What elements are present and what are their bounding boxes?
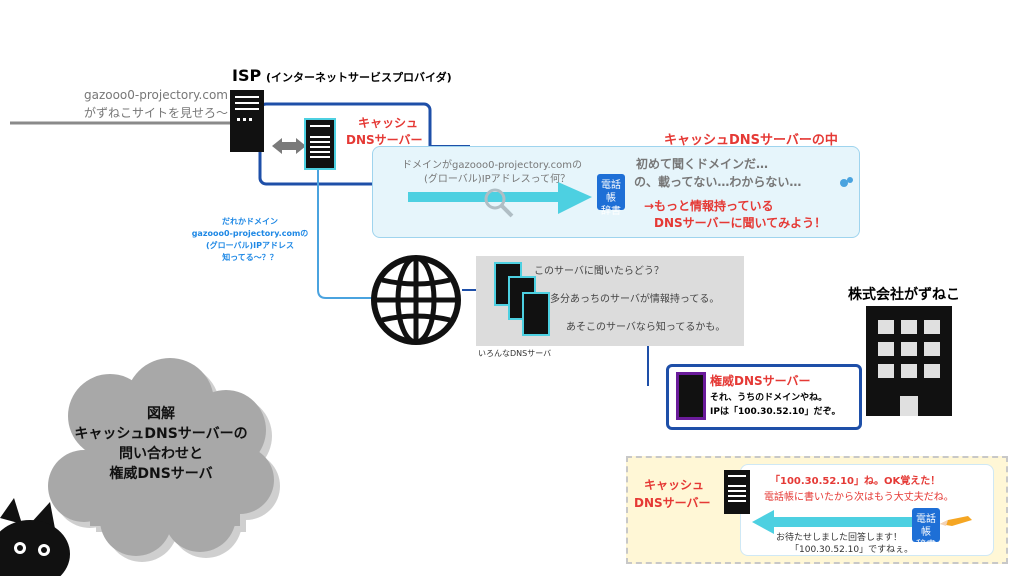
inside-question-2: (グローバル)IPアドレスって何？ (424, 174, 571, 185)
authoritative-line-2: IPは「100.30.52.10」だぞ。 (710, 407, 841, 417)
inside-thought-1: 初めて聞くドメインだ… (636, 157, 769, 171)
inside-thought-2: の、載ってない…わからない… (634, 175, 802, 189)
user-request-domain: gazooo0-projectory.com (83, 88, 228, 102)
query-text: だれかドメイン gazooo0-projectory.comの (グローバル)I… (170, 216, 330, 264)
globe-icon (371, 255, 461, 345)
dict-label-2: 辞書 (601, 206, 621, 217)
result-phonebook-icon: 電話帳 辞書 (912, 508, 940, 551)
user-request-message: がずねこサイトを見せろ〜 (83, 106, 228, 120)
office-building-icon (866, 306, 952, 416)
inside-action-1: →もっと情報持っている (644, 199, 774, 213)
cloud-line-2: キャッシュDNSサーバーの (74, 426, 248, 442)
result-label-2: DNSサーバー (634, 496, 711, 510)
result-cache-server-icon (724, 470, 750, 514)
result-inner-panel (740, 464, 994, 556)
result-msg-2: 電話帳に書いたから次はもう大丈夫だね。 (764, 492, 954, 503)
cloud-line-1: 図解 (147, 406, 175, 422)
cache-server-icon (304, 118, 336, 170)
cloud-line-3: 問い合わせと (119, 446, 203, 462)
various-dns-caption: いろんなDNSサーバ (478, 349, 552, 358)
sweat-drop-icon (840, 177, 853, 187)
inside-panel-title-text: キャッシュDNSサーバーの中 (664, 133, 838, 148)
authoritative-line-1: それ、うちのドメインやね。 (710, 393, 828, 403)
authoritative-dns-server-icon (676, 372, 706, 420)
inside-question-1: ドメインがgazooo0-projectory.comの (402, 160, 583, 171)
result-label-1: キャッシュ (644, 478, 705, 492)
cloud-shape (48, 358, 280, 562)
query-line-2: gazooo0-projectory.comの (191, 229, 309, 238)
inside-panel-title: キャッシュDNSサーバーの中 (664, 129, 838, 148)
isp-title: ISP (232, 66, 262, 85)
result-dict-label-1: 電話帳 (916, 514, 936, 538)
authoritative-title: 権威DNSサーバー (710, 374, 811, 388)
query-line-1: だれかドメイン (222, 217, 278, 226)
result-msg-1: 「100.30.52.10」ね。OK覚えた！ (770, 476, 941, 487)
magnifier-icon (484, 188, 514, 218)
result-reply-2: 「100.30.52.10」ですねぇ。 (790, 545, 914, 555)
pencil-icon (940, 516, 972, 526)
various-dns-msg-3: あそこのサーバなら知ってるかも。 (566, 322, 726, 333)
isp-server-icon (230, 90, 264, 152)
phonebook-dictionary-icon: 電話帳 辞書 (597, 174, 625, 217)
cache-server-label-2: DNSサーバー (346, 133, 423, 147)
various-dns-msg-1: このサーバに聞いたらどう？ (534, 266, 664, 277)
dns-server-icon-3 (522, 292, 550, 336)
inside-action-2: DNSサーバーに聞いてみよう！ (654, 216, 827, 230)
result-reply-1: お待たせしました回答します！ (776, 533, 903, 543)
various-dns-msg-2: 多分あっちのサーバが情報持ってる。 (550, 294, 720, 305)
query-line-3: (グローバル)IPアドレス (205, 241, 295, 250)
black-cat-icon (0, 498, 70, 576)
result-dict-label-2: 辞書 (916, 540, 936, 551)
isp-subtitle: (インターネットサービスプロバイダ) (266, 71, 452, 84)
dict-label-1: 電話帳 (601, 180, 621, 204)
response-arrow (752, 510, 912, 534)
cloud-line-4: 権威DNSサーバ (109, 466, 213, 482)
query-line-4: 知ってる〜？？ (222, 253, 278, 262)
cloud-text: 図解 キャッシュDNSサーバーの 問い合わせと 権威DNSサーバ (56, 404, 266, 484)
cache-server-label-1: キャッシュ (358, 116, 419, 130)
company-name: 株式会社がずねこ (848, 287, 960, 303)
